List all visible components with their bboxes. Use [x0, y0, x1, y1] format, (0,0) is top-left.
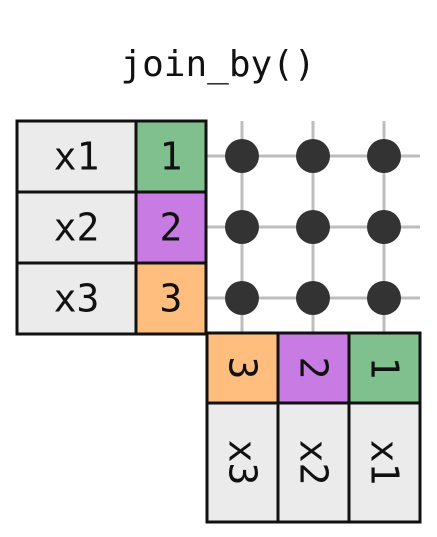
right-table: 3 x3 2 x2 1 x1: [205, 331, 422, 524]
left-key-cell: [134, 261, 208, 336]
right-key-text: 3: [221, 357, 265, 380]
right-label-cell: [205, 401, 280, 524]
match-dot: [225, 281, 259, 315]
match-dots: [225, 139, 401, 315]
right-label-text: x2: [292, 440, 336, 486]
left-key-text: 3: [160, 277, 183, 321]
right-label-cell: [347, 401, 422, 524]
right-label-text: x3: [221, 440, 265, 486]
left-key-cell: [134, 119, 208, 194]
match-dot: [296, 281, 330, 315]
left-label-text: x3: [54, 277, 100, 321]
match-dot: [225, 210, 259, 244]
match-dot: [296, 139, 330, 173]
right-key-text: 2: [292, 357, 336, 380]
left-key-text: 2: [160, 206, 183, 250]
left-key-text: 1: [160, 135, 183, 179]
match-dot: [367, 139, 401, 173]
right-key-text: 1: [363, 357, 407, 380]
left-label-text: x2: [54, 206, 100, 250]
match-dot: [225, 139, 259, 173]
left-table: x1 1 x2 2 x3 3: [15, 119, 208, 336]
left-label-cell: [15, 261, 138, 336]
match-dot: [367, 210, 401, 244]
match-dot: [367, 281, 401, 315]
right-label-cell: [276, 401, 351, 524]
right-label-text: x1: [363, 440, 407, 486]
left-label-text: x1: [54, 135, 100, 179]
match-dot: [296, 210, 330, 244]
diagram-title: join_by(): [120, 44, 315, 85]
